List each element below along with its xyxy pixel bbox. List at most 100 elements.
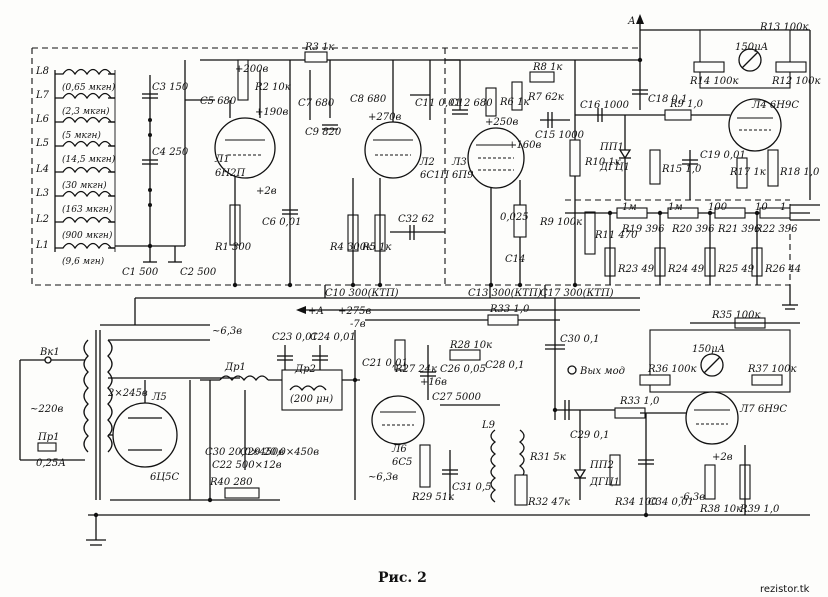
label-dr2-val: (200 μн) [290, 394, 333, 405]
label-l3: L3 [35, 188, 49, 199]
label-r11: R11 470 [594, 230, 638, 241]
label-ladder-10: 10 [755, 202, 768, 213]
label-c11: С11 0,01 [415, 98, 461, 109]
label-c8: С8 680 [350, 94, 387, 105]
label-f63c: -6,3в [680, 492, 705, 503]
label-r10: R10 1к [584, 157, 621, 168]
label-tube4: Л4 6Н9С [751, 100, 799, 111]
label-r9b: R9 1,0 [669, 99, 704, 110]
label-l4: L4 [35, 164, 49, 175]
label-r12: R12 100к [771, 76, 821, 87]
label-r20: R20 396 [671, 224, 715, 235]
label-r24: R24 49 [667, 264, 705, 275]
inductor-coil [55, 116, 115, 124]
label-c3: С3 150 [152, 82, 189, 93]
inductance-l1: (9,6 мгн) [62, 256, 105, 267]
label-tube5-type: 6Ц5С [150, 472, 179, 483]
label-r19: R19 396 [621, 224, 665, 235]
label-0025: 0,025 [500, 212, 529, 223]
label-c24: С24 0,01 [310, 332, 356, 343]
tube-l7-6n9s [545, 298, 800, 515]
label-l9: L9 [481, 420, 496, 431]
label-v2: +2в [256, 186, 277, 197]
inductor-coil [55, 166, 115, 174]
inductor-bank [54, 68, 150, 252]
label-c30b: С30 0,1 [560, 334, 599, 345]
label-c14: С14 [505, 254, 525, 265]
label-v245: 2×245в [107, 388, 148, 399]
label-c19: С19 0,01 [700, 150, 746, 161]
filter-network [200, 330, 360, 500]
label-v190: +190в [255, 107, 288, 118]
label-dg1: ДГЦ1 [599, 162, 630, 173]
tube-l1-6n2p [185, 59, 640, 285]
label-r22: R22 396 [754, 224, 798, 235]
label-v250: +250в [485, 117, 518, 128]
label-v160: +160в [508, 140, 541, 151]
label-c22: С22 500×12в [212, 460, 282, 471]
inductance-l8: (0,65 мкгн) [62, 82, 116, 93]
label-r28: R28 10к [449, 340, 492, 351]
label-c16: С16 1000 [580, 100, 630, 111]
label-l7: L7 [35, 90, 50, 101]
label-c10: С10 300(КТП) [325, 288, 399, 299]
inductor-coil [55, 190, 115, 198]
label-l8: L8 [35, 66, 49, 77]
label-c32: С32 62 [398, 214, 434, 225]
label-tube3-type: 6П9 [452, 170, 474, 181]
label-plus-a: +А [308, 306, 324, 317]
label-c2: С2 500 [180, 267, 217, 278]
label-l6: L6 [35, 114, 50, 125]
label-l2: L2 [35, 214, 49, 225]
tube-l6-6c5 [365, 314, 560, 506]
tube-l3-6p9 [445, 59, 570, 285]
label-v200: +200в [235, 64, 268, 75]
label-r38: R38 10к [699, 504, 742, 515]
label-r29: R29 51к [411, 492, 454, 503]
shield-enclosure [31, 47, 791, 286]
label-c34: С34 0,01 [648, 497, 694, 508]
plate-load-network [529, 60, 615, 285]
label-r26: R26 44 [764, 264, 801, 275]
label-dr1: Др1 [224, 362, 246, 373]
inductor-coil [55, 242, 115, 250]
label-output-mod: Вых мод [579, 366, 625, 377]
label-r36: R36 100к [647, 364, 697, 375]
label-c4: С4 250 [152, 147, 189, 158]
inductor-labels: L8 L7 L6 L5 L4 L3 L2 L1 (0,65 мкгн) (2,3… [35, 66, 116, 267]
tube-l2-6s1p [347, 60, 445, 285]
label-r40: R40 280 [209, 477, 253, 488]
watermark: rezistor.tk [760, 584, 810, 595]
label-c29b: С29 0,1 [570, 430, 609, 441]
inductor-coil [55, 216, 115, 224]
label-v7: -7в [350, 319, 366, 330]
inductor-coil [55, 92, 115, 100]
label-ladder-1m2: 1м [668, 202, 683, 213]
label-r14: R14 100к [689, 76, 739, 87]
label-r2: R2 10к [254, 82, 291, 93]
inductance-l6: (5 мкгн) [62, 130, 101, 141]
label-tube1: Л1 [214, 154, 230, 165]
inductance-l7: (2,3 мкгн) [62, 106, 110, 117]
inductor-coil [55, 140, 115, 148]
label-r8: R8 1к [532, 62, 562, 73]
label-r9: R9 100к [539, 217, 582, 228]
label-c6: С6 0,01 [262, 217, 301, 228]
label-tube2-type: 6С1П [420, 170, 449, 181]
label-r35: R35 100к [711, 310, 761, 321]
label-f63: ~6,3в [212, 326, 242, 337]
power-rails [100, 285, 640, 326]
label-c15: С15 1000 [535, 130, 585, 141]
label-r33b: R33 1,0 [619, 396, 660, 407]
label-tube5: Л5 [151, 392, 167, 403]
label-node-a: А [627, 16, 636, 27]
label-c23: С23 0,01 [272, 332, 318, 343]
label-ladder-100: 100 [708, 202, 728, 213]
tube-l4-6n9s [615, 14, 811, 200]
label-r27: R27 24к [394, 364, 437, 375]
label-c1: С1 500 [122, 267, 159, 278]
label-r31: R31 5к [529, 452, 566, 463]
figure-caption: Рис. 2 [378, 570, 427, 586]
